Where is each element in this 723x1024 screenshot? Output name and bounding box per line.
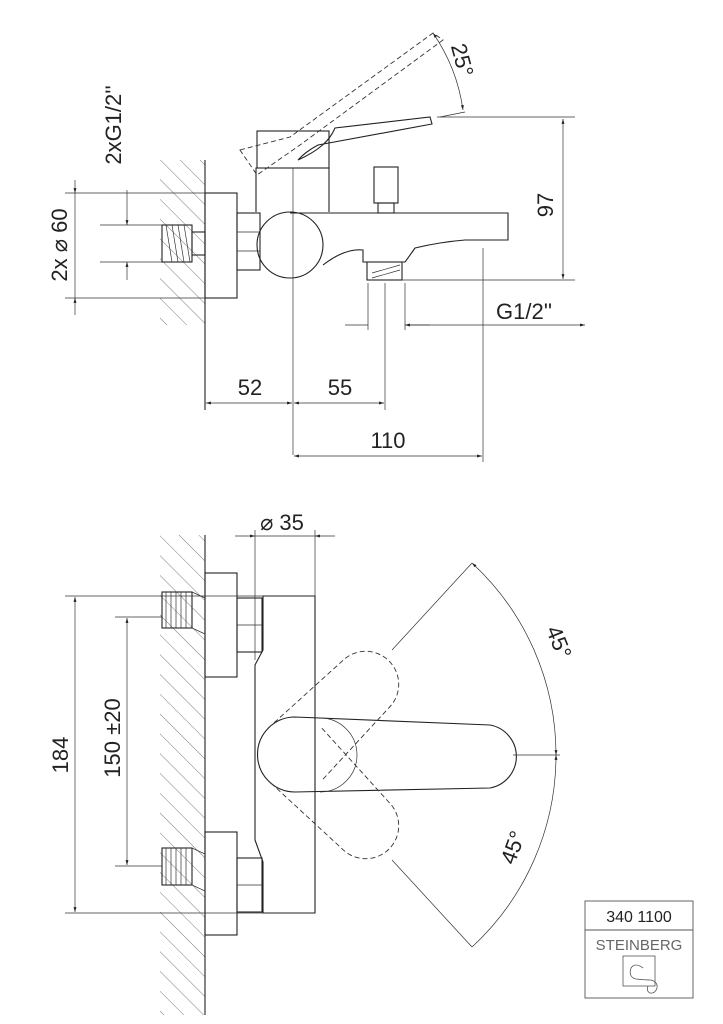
mixer-body [254,595,316,914]
body-diameter-label: ⌀ 35 [260,510,304,535]
wall-hatch-top [160,160,205,325]
lever-down-dashed [268,727,400,860]
wall-hatch-front [160,535,205,1015]
dim-110-label: 110 [370,428,405,453]
body-neck [255,167,330,212]
front-view: 45° 45° ⌀ 35 184 150 ±20 [48,510,577,1015]
outlet-thread [366,261,403,281]
spout [290,212,509,266]
lever-up-dashed [267,650,400,782]
lever-raised-dashed [239,32,444,176]
wall-flange [204,192,238,299]
lower-inlet [161,831,263,936]
brand-name: STEINBERG [596,937,683,954]
angle-down-45-label: 45° [496,828,531,868]
diverter-knob [373,166,399,204]
hex-nut [236,212,261,271]
steinberg-logo-icon [622,955,658,994]
outlet-thread-label: G1/2'' [496,299,552,324]
dim-52-label: 52 [238,375,262,400]
dim-55-label: 55 [328,375,352,400]
eccentric-ball [256,211,324,279]
lever-base [256,130,330,169]
angle-up-45-label: 45° [541,622,577,662]
upper-inlet [161,572,263,678]
top-view: 97 G1/2'' 25° 2xG1/2'' 2x ⌀ 60 52 55 110 [47,32,585,462]
lever-handle [297,116,433,161]
article-number: 340 1100 [606,909,672,926]
inlet-thread [161,224,206,263]
dim-150-label: 150 ±20 [100,698,125,777]
inlet-thread-label: 2xG1/2'' [101,85,126,164]
flange-diameter-label: 2x ⌀ 60 [47,208,72,281]
height-97-label: 97 [533,193,558,217]
lever-handle-front [256,716,517,793]
lever-angle-25-label: 25° [446,41,479,80]
dim-184-label: 184 [48,737,73,774]
title-block: 340 1100 STEINBERG [584,900,694,999]
